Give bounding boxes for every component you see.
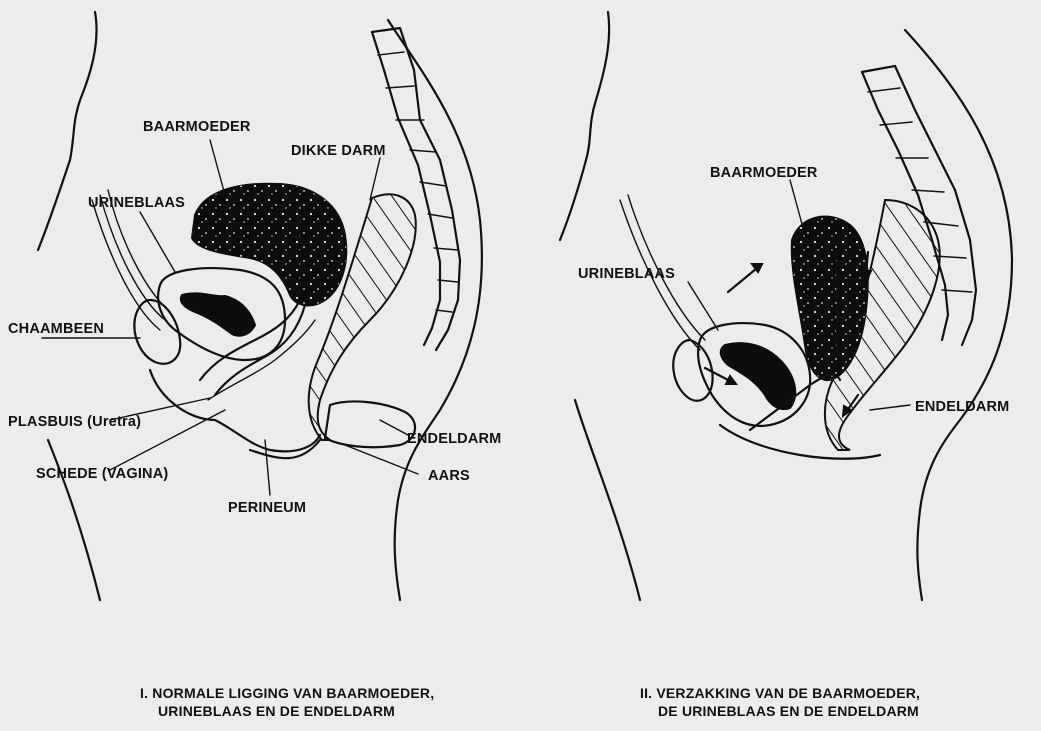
diagram-normal: BAARMOEDER DIKKE DARM URINEBLAAS CHAAMBE… [8, 12, 501, 600]
label-endeldarm-2: ENDELDARM [915, 399, 1009, 415]
caption-1-line-1: I. NORMALE LIGGING VAN BAARMOEDER, [140, 685, 434, 702]
diagram-prolapse: BAARMOEDER URINEBLAAS ENDELDARM [560, 12, 1012, 600]
label-endeldarm-1: ENDELDARM [407, 431, 501, 447]
label-chaambeen: CHAAMBEEN [8, 321, 104, 337]
label-aars: AARS [428, 468, 470, 484]
label-plasbuis: PLASBUIS (Uretra) [8, 414, 141, 430]
body-front-outline [38, 12, 97, 250]
label-urineblaas-2: URINEBLAAS [578, 266, 675, 282]
caption-2-line-1: II. VERZAKKING VAN DE BAARMOEDER, [640, 685, 920, 702]
label-dikke-darm: DIKKE DARM [291, 143, 386, 159]
caption-1-line-2: URINEBLAAS EN DE ENDELDARM [158, 703, 395, 720]
body-front-outline-2 [560, 12, 609, 240]
label-perineum: PERINEUM [228, 500, 306, 516]
label-baarmoeder-2: BAARMOEDER [710, 165, 818, 181]
label-urineblaas-1: URINEBLAAS [88, 195, 185, 211]
body-back-outline [388, 20, 482, 600]
caption-2-line-2: DE URINEBLAAS EN DE ENDELDARM [658, 703, 919, 720]
label-baarmoeder-1: BAARMOEDER [143, 119, 251, 135]
label-schede: SCHEDE (VAGINA) [36, 466, 168, 482]
